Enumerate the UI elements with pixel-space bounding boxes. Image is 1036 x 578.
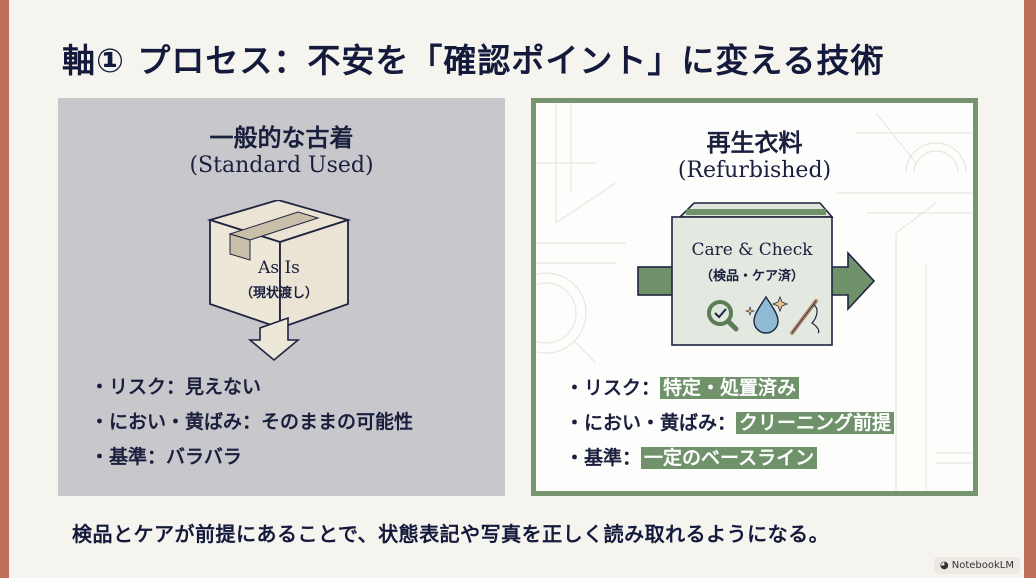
left-accent-strip	[0, 0, 9, 578]
standard-used-bullets: ・リスク：見えない ・におい・黄ばみ：そのままの可能性 ・基準：バラバラ	[90, 370, 413, 475]
bullet-risk: ・リスク：見えない	[90, 376, 262, 398]
cardboard-box-icon	[206, 200, 352, 362]
right-accent-strip	[1024, 0, 1036, 578]
as-is-label: As Is	[258, 258, 300, 278]
slide-title: 軸① プロセス：不安を「確認ポイント」に変える技術	[62, 41, 885, 80]
highlight-value: 一定のベースライン	[641, 447, 818, 469]
panel-heading-en: (Refurbished)	[677, 158, 832, 183]
panel-heading-en: (Standard Used)	[189, 153, 374, 178]
as-is-sublabel: （現状渡し）	[239, 286, 318, 301]
circuit-background-decoration	[536, 103, 973, 491]
care-box-icon	[637, 202, 876, 346]
highlight-value: 特定・処置済み	[660, 377, 800, 399]
care-check-sublabel: （検品・ケア済）	[699, 269, 804, 284]
needle-thread-icon	[790, 299, 820, 335]
bullet-standard: ・基準：一定のベースライン	[565, 441, 894, 476]
highlight-value: クリーニング前提	[736, 412, 895, 434]
standard-used-panel: 一般的な古着 (Standard Used) As Is （現状渡し） ・リスク…	[58, 98, 505, 496]
refurbished-bullets: ・リスク：特定・処置済み ・におい・黄ばみ：クリーニング前提 ・基準：一定のベー…	[565, 371, 895, 476]
bullet-odor: ・におい・黄ばみ：そのままの可能性	[90, 411, 414, 433]
panel-heading-ja: 再生衣料	[706, 129, 803, 157]
care-check-label: Care & Check	[691, 240, 813, 260]
slide-caption: 検品とケアが前提にあることで、状態表記や写真を正しく読み取れるようになる。	[72, 522, 830, 546]
magnifier-check-icon	[707, 300, 739, 332]
notebooklm-icon: ◕	[939, 560, 949, 571]
bullet-odor: ・におい・黄ばみ：クリーニング前提	[565, 406, 895, 441]
refurbished-panel: 再生衣料 (Refurbished) Care & Check （検品・ケア済）…	[531, 98, 978, 496]
bullet-risk: ・リスク：特定・処置済み	[565, 371, 894, 406]
water-drop-sparkle-icon	[745, 295, 789, 334]
notebooklm-badge: ◕ NotebookLM	[933, 557, 1020, 574]
bullet-standard: ・基準：バラバラ	[90, 446, 242, 468]
panel-heading-ja: 一般的な古着	[209, 124, 354, 152]
